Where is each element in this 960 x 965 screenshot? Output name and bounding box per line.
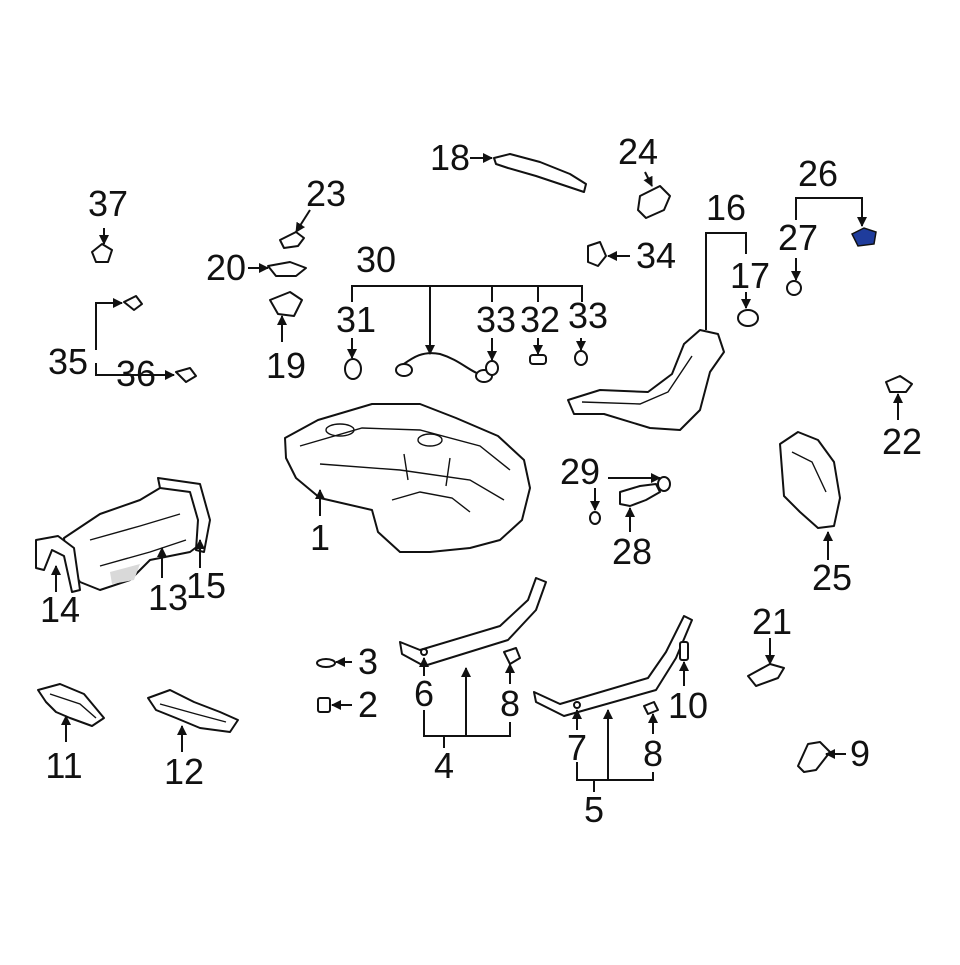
callout-25: 25: [812, 557, 852, 598]
callout-29: 29: [560, 451, 600, 492]
callout-33-right: 33: [568, 295, 608, 336]
tank-strap-5: [533, 615, 693, 717]
callout-labels: 1 2 3 4 5 6 7 8 8 9 10 11 12 13 14 15 16…: [40, 131, 922, 830]
protector-25: [779, 431, 841, 529]
clamp-29-right: [657, 476, 671, 492]
callout-37: 37: [88, 183, 128, 224]
bracket-9: [797, 741, 831, 773]
grommet-31: [344, 358, 362, 380]
callout-27: 27: [778, 217, 818, 258]
grommet-33-right: [574, 350, 588, 366]
callout-17: 17: [730, 255, 770, 296]
callout-19: 19: [266, 345, 306, 386]
callout-32: 32: [520, 299, 560, 340]
callout-14: 14: [40, 589, 80, 630]
callout-22: 22: [882, 421, 922, 462]
clip-8-b: [643, 701, 659, 715]
cap-27: [786, 280, 802, 296]
clip-23: [279, 231, 305, 249]
bolt-10: [679, 641, 689, 661]
callout-13: 13: [148, 577, 188, 618]
callout-1: 1: [310, 517, 330, 558]
callout-34: 34: [636, 235, 676, 276]
callout-8-lower: 8: [643, 733, 663, 774]
bracket-24: [637, 185, 671, 219]
callout-31: 31: [336, 299, 376, 340]
callout-2: 2: [358, 684, 378, 725]
plug-32: [529, 354, 547, 365]
clip-35: [123, 295, 143, 311]
clip-8-a: [503, 647, 521, 665]
protector-11: [37, 683, 105, 727]
filler-cap: [737, 309, 759, 327]
protector-18: [493, 153, 587, 193]
highlighted-part-26: [850, 227, 877, 247]
hose-28: [619, 483, 661, 507]
grommet-37: [91, 243, 113, 263]
callout-3: 3: [358, 641, 378, 682]
callout-28: 28: [612, 531, 652, 572]
callout-21: 21: [752, 601, 792, 642]
tank-strap-4: [399, 577, 547, 667]
leader-lines: [51, 153, 903, 792]
heat-insulator: [63, 477, 211, 591]
bracket-14: [35, 535, 81, 593]
callout-24: 24: [618, 131, 658, 172]
washer-3: [316, 658, 336, 668]
clamp-34: [587, 241, 607, 267]
clamp-29-left: [589, 511, 601, 525]
callout-26: 26: [798, 153, 838, 194]
callout-4: 4: [434, 745, 454, 786]
callout-30: 30: [356, 239, 396, 280]
callout-6: 6: [414, 673, 434, 714]
callout-20: 20: [206, 247, 246, 288]
bolt-6: [420, 648, 428, 656]
clip-19: [269, 291, 303, 317]
callout-7: 7: [567, 727, 587, 768]
clip-36: [175, 367, 197, 383]
clip-20: [267, 261, 307, 277]
callout-23: 23: [306, 173, 346, 214]
callout-12: 12: [164, 751, 204, 792]
callout-35: 35: [48, 341, 88, 382]
callout-5: 5: [584, 789, 604, 830]
grommet-33-left: [485, 360, 499, 376]
callout-36: 36: [116, 353, 156, 394]
callout-18: 18: [430, 137, 470, 178]
protector-12: [147, 689, 239, 733]
callout-9: 9: [850, 733, 870, 774]
nut-2: [317, 697, 331, 713]
callout-11: 11: [45, 745, 82, 786]
grommet-22: [885, 375, 913, 393]
callout-15: 15: [186, 565, 226, 606]
callout-10: 10: [668, 685, 708, 726]
callout-16: 16: [706, 187, 746, 228]
bracket-21: [747, 663, 785, 687]
filler-pipe: [567, 329, 725, 431]
callout-33-left: 33: [476, 299, 516, 340]
hose-30: [395, 352, 493, 383]
bolt-7: [573, 701, 581, 709]
callout-8-upper: 8: [500, 683, 520, 724]
